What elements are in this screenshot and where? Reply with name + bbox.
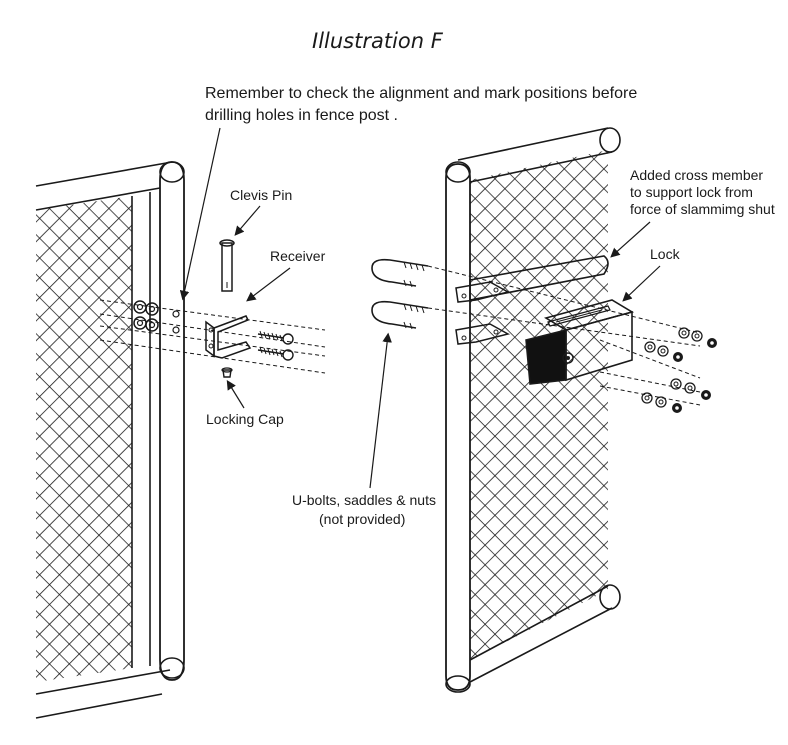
lock-label: Lock xyxy=(650,246,681,262)
right-fence-post xyxy=(445,163,471,691)
cross-member-label-line3: force of slammimg shut xyxy=(630,201,775,217)
note-leader-line xyxy=(179,127,221,301)
u-bolt-upper xyxy=(371,258,429,288)
locking-cap-label: Locking Cap xyxy=(206,411,284,427)
u-bolts-label-line2: (not provided) xyxy=(319,511,405,527)
u-bolt-lower xyxy=(371,300,429,330)
clevis-pin-label: Clevis Pin xyxy=(230,187,292,203)
lag-screw-upper xyxy=(257,330,294,345)
post-hole-lower xyxy=(172,326,180,334)
keyhole-icon xyxy=(566,356,570,360)
locking-cap xyxy=(221,367,233,378)
lock-face xyxy=(525,329,567,385)
right-washers-nuts xyxy=(641,327,717,413)
illustration-title: Illustration F xyxy=(312,29,444,53)
right-fence xyxy=(445,127,635,693)
lock-assembly xyxy=(525,299,635,385)
lag-screw-lower xyxy=(257,346,294,361)
alignment-note-line2: drilling holes in fence post . xyxy=(205,107,398,124)
saddle-lower xyxy=(455,323,511,345)
cross-member-label-line2: to support lock from xyxy=(630,184,753,200)
saddle-upper xyxy=(455,281,511,303)
receiver-label: Receiver xyxy=(270,248,326,264)
left-nuts xyxy=(133,300,159,332)
clevis-pin xyxy=(219,239,235,292)
cross-member-label-line1: Added cross member xyxy=(630,167,763,183)
receiver xyxy=(205,315,252,359)
u-bolts-label-line1: U-bolts, saddles & nuts xyxy=(292,492,436,508)
alignment-note-line1: Remember to check the alignment and mark… xyxy=(205,85,637,102)
left-gate-mesh xyxy=(36,196,132,682)
left-gate xyxy=(35,161,185,719)
post-hole-upper xyxy=(172,310,180,318)
cross-member xyxy=(469,255,609,301)
left-gate-post xyxy=(159,161,185,681)
right-fence-mesh xyxy=(470,150,608,660)
